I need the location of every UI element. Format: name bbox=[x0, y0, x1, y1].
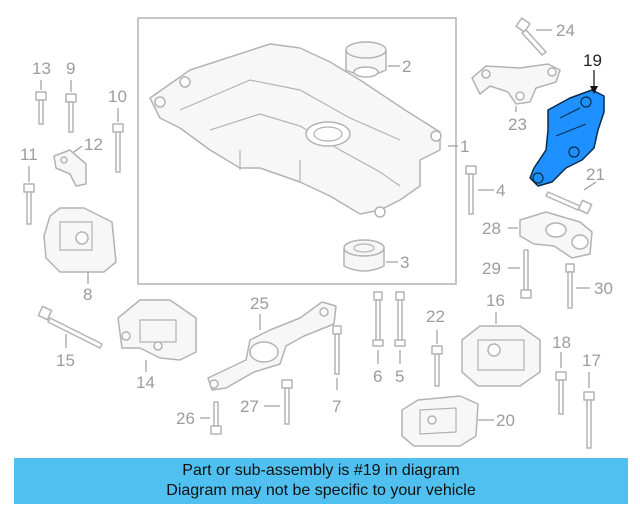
callout-3: 3 bbox=[400, 253, 409, 272]
part-27-bolt[interactable] bbox=[281, 379, 293, 425]
banner-line-1: Part or sub-assembly is #19 in diagram bbox=[182, 462, 460, 479]
part-13-bolt[interactable] bbox=[35, 91, 47, 125]
part-11-bolt[interactable] bbox=[23, 183, 35, 225]
callout-14: 14 bbox=[136, 373, 155, 392]
part-29-bolt[interactable] bbox=[520, 249, 532, 299]
callout-27: 27 bbox=[240, 397, 259, 416]
part-20-mount-bracket[interactable] bbox=[401, 395, 479, 447]
callout-7: 7 bbox=[332, 397, 341, 416]
callout-23: 23 bbox=[508, 115, 527, 134]
part-15-bolt[interactable] bbox=[37, 305, 103, 349]
part-23-bracket[interactable] bbox=[471, 63, 561, 105]
callout-25: 25 bbox=[250, 294, 269, 313]
part-12-bracket[interactable] bbox=[53, 149, 87, 187]
info-banner: Part or sub-assembly is #19 in diagram D… bbox=[14, 458, 628, 504]
callout-12: 12 bbox=[84, 135, 103, 154]
part-22-bolt[interactable] bbox=[431, 345, 443, 387]
callout-11: 11 bbox=[20, 145, 38, 164]
part-18-bolt[interactable] bbox=[555, 371, 567, 415]
part-28-bushing-bracket[interactable] bbox=[519, 211, 593, 259]
callout-2: 2 bbox=[402, 57, 411, 76]
callout-5: 5 bbox=[395, 367, 404, 386]
part-30-bolt[interactable] bbox=[565, 263, 575, 309]
callout-30: 30 bbox=[594, 279, 613, 298]
callout-29: 29 bbox=[482, 259, 501, 278]
part-10-bolt[interactable] bbox=[112, 123, 124, 173]
part-8-engine-mount[interactable] bbox=[43, 207, 117, 273]
callout-4: 4 bbox=[496, 181, 505, 200]
part-3-bushing[interactable] bbox=[343, 239, 385, 272]
part-24-bolt[interactable] bbox=[515, 17, 547, 56]
callout-16: 16 bbox=[486, 291, 505, 310]
callout-21: 21 bbox=[586, 165, 605, 184]
part-17-bolt[interactable] bbox=[583, 391, 595, 449]
subframe-group-box bbox=[137, 17, 457, 285]
part-4-bolt[interactable] bbox=[465, 165, 477, 215]
callout-20: 20 bbox=[496, 411, 515, 430]
callout-17: 17 bbox=[582, 351, 601, 370]
callout-15: 15 bbox=[56, 351, 75, 370]
part-5-bolt[interactable] bbox=[394, 291, 406, 347]
callout-9: 9 bbox=[66, 59, 75, 78]
callout-19-arrow bbox=[590, 86, 598, 94]
callout-19: 19 bbox=[583, 51, 602, 70]
callout-6: 6 bbox=[373, 367, 382, 386]
part-19-bracket-highlighted[interactable] bbox=[529, 89, 605, 187]
callout-10: 10 bbox=[108, 87, 127, 106]
callout-24: 24 bbox=[556, 21, 575, 40]
callout-1: 1 bbox=[460, 137, 469, 156]
banner-line-2: Diagram may not be specific to your vehi… bbox=[166, 482, 476, 499]
part-16-mount[interactable] bbox=[461, 325, 541, 387]
part-25-torque-arm[interactable] bbox=[207, 301, 337, 391]
part-9-bolt[interactable] bbox=[65, 93, 77, 133]
callout-28: 28 bbox=[482, 219, 501, 238]
part-2-bushing[interactable] bbox=[345, 41, 387, 78]
callout-22: 22 bbox=[426, 307, 445, 326]
callout-8: 8 bbox=[83, 285, 92, 304]
part-21-bolt[interactable] bbox=[545, 191, 593, 215]
part-1-subframe[interactable] bbox=[149, 43, 442, 218]
callout-26: 26 bbox=[176, 409, 195, 428]
part-14-transmission-mount[interactable] bbox=[117, 299, 197, 361]
part-26-bolt[interactable] bbox=[210, 401, 222, 435]
part-7-bolt[interactable] bbox=[332, 325, 342, 375]
callout-13: 13 bbox=[32, 59, 51, 78]
callout-18: 18 bbox=[552, 333, 571, 352]
part-6-bolt[interactable] bbox=[372, 291, 384, 347]
